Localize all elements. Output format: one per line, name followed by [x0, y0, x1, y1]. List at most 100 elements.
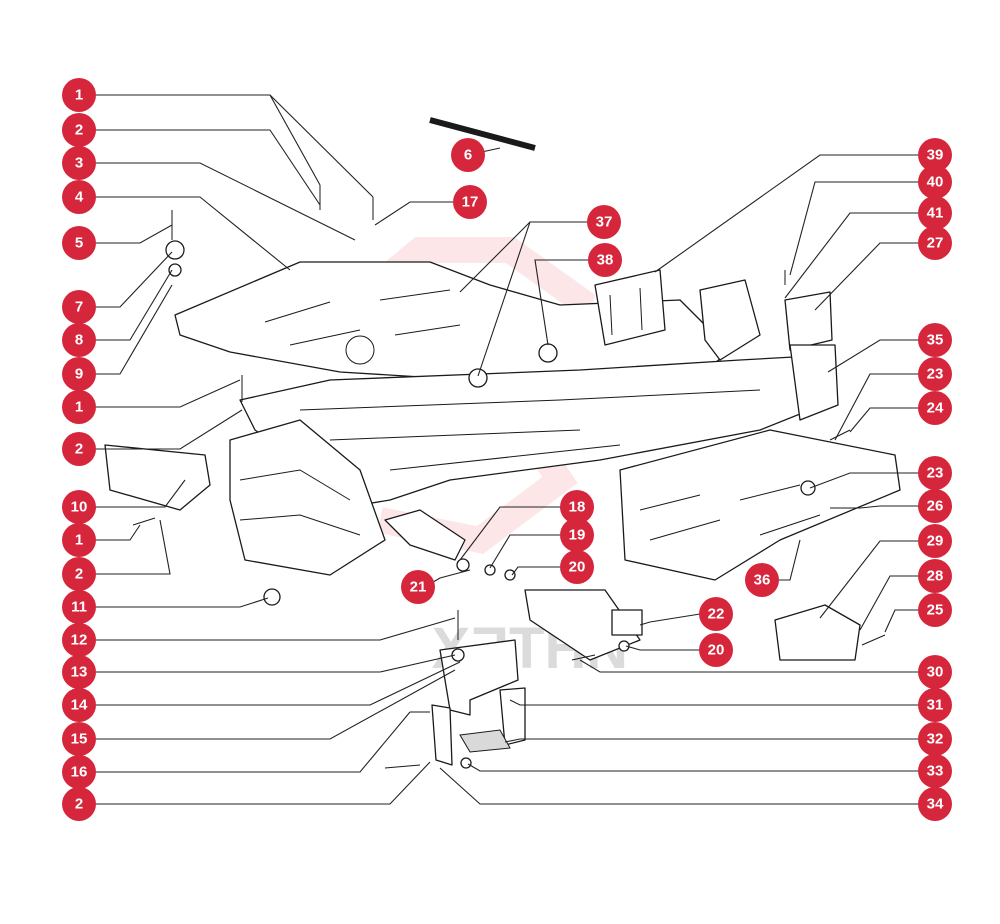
callout-right-23b: 23 [918, 456, 952, 490]
svg-text:12: 12 [71, 632, 88, 649]
svg-text:1: 1 [75, 399, 83, 416]
svg-text:26: 26 [927, 498, 944, 515]
callout-left-7: 7 [62, 290, 96, 324]
callout-left-16: 16 [62, 755, 96, 789]
callout-right-34: 34 [918, 787, 952, 821]
callout-right-25: 25 [918, 593, 952, 627]
right-bracket-assembly [699, 279, 833, 361]
svg-text:7: 7 [75, 299, 83, 316]
callout-left-15: 15 [62, 722, 96, 756]
callout-left-8: 8 [62, 323, 96, 357]
callout-right-23: 23 [918, 357, 952, 391]
svg-text:17: 17 [462, 194, 479, 211]
svg-text:2: 2 [75, 122, 83, 139]
svg-text:21: 21 [410, 579, 427, 596]
svg-text:37: 37 [596, 214, 613, 231]
callout-right-32: 32 [918, 722, 952, 756]
step-bracket [431, 639, 526, 766]
svg-text:18: 18 [569, 499, 586, 516]
callout-inner-20b: 20 [699, 633, 733, 667]
svg-text:6: 6 [464, 147, 472, 164]
callout-right-40: 40 [918, 165, 952, 199]
callout-right-30: 30 [918, 655, 952, 689]
svg-text:35: 35 [927, 332, 944, 349]
callout-right-39: 39 [918, 138, 952, 172]
svg-text:13: 13 [71, 664, 88, 681]
svg-text:39: 39 [927, 147, 944, 164]
svg-text:8: 8 [75, 332, 83, 349]
callout-left-2b: 2 [62, 432, 96, 466]
callout-right-33: 33 [918, 754, 952, 788]
svg-text:40: 40 [927, 174, 944, 191]
drive-belt [429, 117, 536, 151]
svg-text:2: 2 [75, 441, 83, 458]
svg-text:3: 3 [75, 155, 83, 172]
svg-text:5: 5 [75, 235, 83, 252]
callout-inner-17: 17 [453, 185, 487, 219]
svg-text:19: 19 [569, 527, 586, 544]
svg-text:29: 29 [927, 533, 944, 550]
callout-left-12: 12 [62, 623, 96, 657]
callout-right-35: 35 [918, 323, 952, 357]
callout-right-27: 27 [918, 226, 952, 260]
callout-left-2d: 2 [62, 787, 96, 821]
svg-text:1: 1 [75, 532, 83, 549]
callout-inner-37: 37 [587, 205, 621, 239]
svg-text:36: 36 [754, 572, 771, 589]
callout-right-28: 28 [918, 559, 952, 593]
callout-left-1b: 1 [62, 390, 96, 424]
svg-text:10: 10 [71, 499, 88, 516]
svg-text:30: 30 [927, 664, 944, 681]
svg-text:28: 28 [927, 568, 944, 585]
svg-text:32: 32 [927, 731, 944, 748]
svg-text:20: 20 [708, 642, 725, 659]
rear-bumper-block [774, 604, 861, 661]
callout-right-24: 24 [918, 391, 952, 425]
svg-text:4: 4 [75, 189, 84, 206]
callout-inner-22: 22 [699, 597, 733, 631]
svg-text:31: 31 [927, 697, 944, 714]
callout-inner-38: 38 [588, 243, 622, 277]
callout-inner-21: 21 [401, 570, 435, 604]
svg-text:9: 9 [75, 366, 83, 383]
callout-left-14: 14 [62, 688, 96, 722]
svg-text:33: 33 [927, 763, 944, 780]
svg-text:22: 22 [708, 606, 725, 623]
callout-inner-19: 19 [560, 518, 594, 552]
callout-left-5: 5 [62, 226, 96, 260]
main-chassis-frame [239, 344, 839, 506]
callout-inner-18: 18 [560, 490, 594, 524]
svg-text:38: 38 [597, 252, 614, 269]
svg-text:16: 16 [71, 764, 88, 781]
callout-left-1c: 1 [62, 523, 96, 557]
left-side-guard [104, 444, 211, 511]
svg-text:11: 11 [71, 599, 87, 616]
svg-text:20: 20 [569, 559, 586, 576]
svg-text:23: 23 [927, 465, 944, 482]
callout-inner-20: 20 [560, 550, 594, 584]
lower-skid-plate [619, 429, 901, 581]
callout-inner-6: 6 [451, 138, 485, 172]
mid-bracket [524, 589, 643, 661]
callout-left-2: 2 [62, 113, 96, 147]
callout-left-1: 1 [62, 78, 96, 112]
svg-text:14: 14 [71, 697, 88, 714]
callout-left-13: 13 [62, 655, 96, 689]
callout-left-2c: 2 [62, 557, 96, 591]
svg-text:2: 2 [75, 796, 83, 813]
callout-left-9: 9 [62, 357, 96, 391]
callout-left-3: 3 [62, 146, 96, 180]
svg-text:34: 34 [927, 796, 944, 813]
svg-text:1: 1 [75, 87, 83, 104]
callout-left-4: 4 [62, 180, 96, 214]
callout-left-10: 10 [62, 490, 96, 524]
callout-left-11: 11 [62, 590, 96, 624]
svg-text:24: 24 [927, 400, 944, 417]
callout-right-29: 29 [918, 524, 952, 558]
center-link [384, 509, 466, 561]
callout-right-41: 41 [918, 196, 952, 230]
svg-text:27: 27 [927, 235, 944, 252]
svg-text:2: 2 [75, 566, 83, 583]
svg-text:41: 41 [927, 205, 944, 222]
